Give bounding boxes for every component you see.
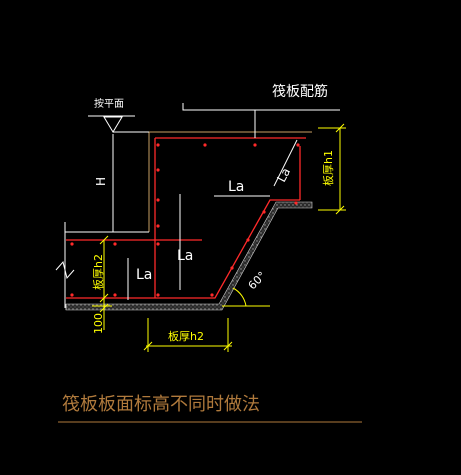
rebar-dot [203, 143, 207, 147]
rebar-dot [296, 143, 300, 147]
angle-arc [232, 287, 247, 307]
ground-level-symbol [88, 115, 149, 133]
dim-h1-tick-bottom [335, 205, 345, 215]
thickness-h2-side-label: 板厚h2 [91, 254, 105, 290]
angle-label: 60° [246, 269, 269, 292]
rebar-dots [70, 143, 300, 297]
drawing-title: 筏板板面标高不同时做法 [62, 394, 260, 415]
rebar-bottom-bent [66, 199, 300, 299]
la-diagonal-label: La [274, 165, 293, 184]
rebar-dot [246, 238, 250, 242]
dimension-lines [92, 123, 346, 352]
rebar-dot [70, 242, 74, 246]
dim-h2-tick-right [223, 341, 233, 351]
rebar-dot [156, 168, 160, 172]
thickness-h1-label: 板厚h1 [321, 150, 335, 186]
ground-level-triangle [103, 116, 123, 133]
dim-left-tick-top [99, 235, 109, 245]
la-lower-label: La [136, 267, 152, 283]
raft-reinforcement-label: 筏板配筋 [272, 83, 328, 100]
rebar-dot [262, 210, 266, 214]
rebar-dot [156, 143, 160, 147]
rebar-dot [113, 293, 117, 297]
thickness-h2-bottom-label: 板厚h2 [168, 329, 204, 343]
rebar-lines [66, 137, 306, 299]
hatch-fill [65, 201, 313, 311]
dim-h2-tick-left [143, 341, 153, 351]
rebar-dot [156, 293, 160, 297]
dim-left-tick-mid [99, 293, 109, 303]
rebar-dot [210, 293, 214, 297]
rebar-dot [156, 242, 160, 246]
hatch-band [65, 201, 313, 311]
ground-level-label: 按平面 [94, 97, 124, 110]
height-h-label: H [94, 177, 108, 186]
rebar-dot [70, 293, 74, 297]
rebar-dot [156, 224, 160, 228]
frame-lines [148, 131, 312, 232]
rebar-dot [113, 242, 117, 246]
la-diagonal-line [273, 139, 298, 187]
rebar-dot [294, 201, 298, 205]
rebar-dot [230, 266, 234, 270]
rebar-dot [253, 143, 257, 147]
raft-reinforcement-leader [182, 103, 340, 111]
dim-left-tick-bottom [99, 303, 109, 313]
cover-100-label: 100 [92, 313, 105, 334]
annotation-lines [64, 103, 340, 308]
rebar-dot [156, 198, 160, 202]
dim-h1-tick-top [335, 123, 345, 133]
la-middle-label: La [177, 248, 193, 264]
break-symbol [55, 260, 75, 280]
la-upper-label: La [228, 179, 244, 195]
